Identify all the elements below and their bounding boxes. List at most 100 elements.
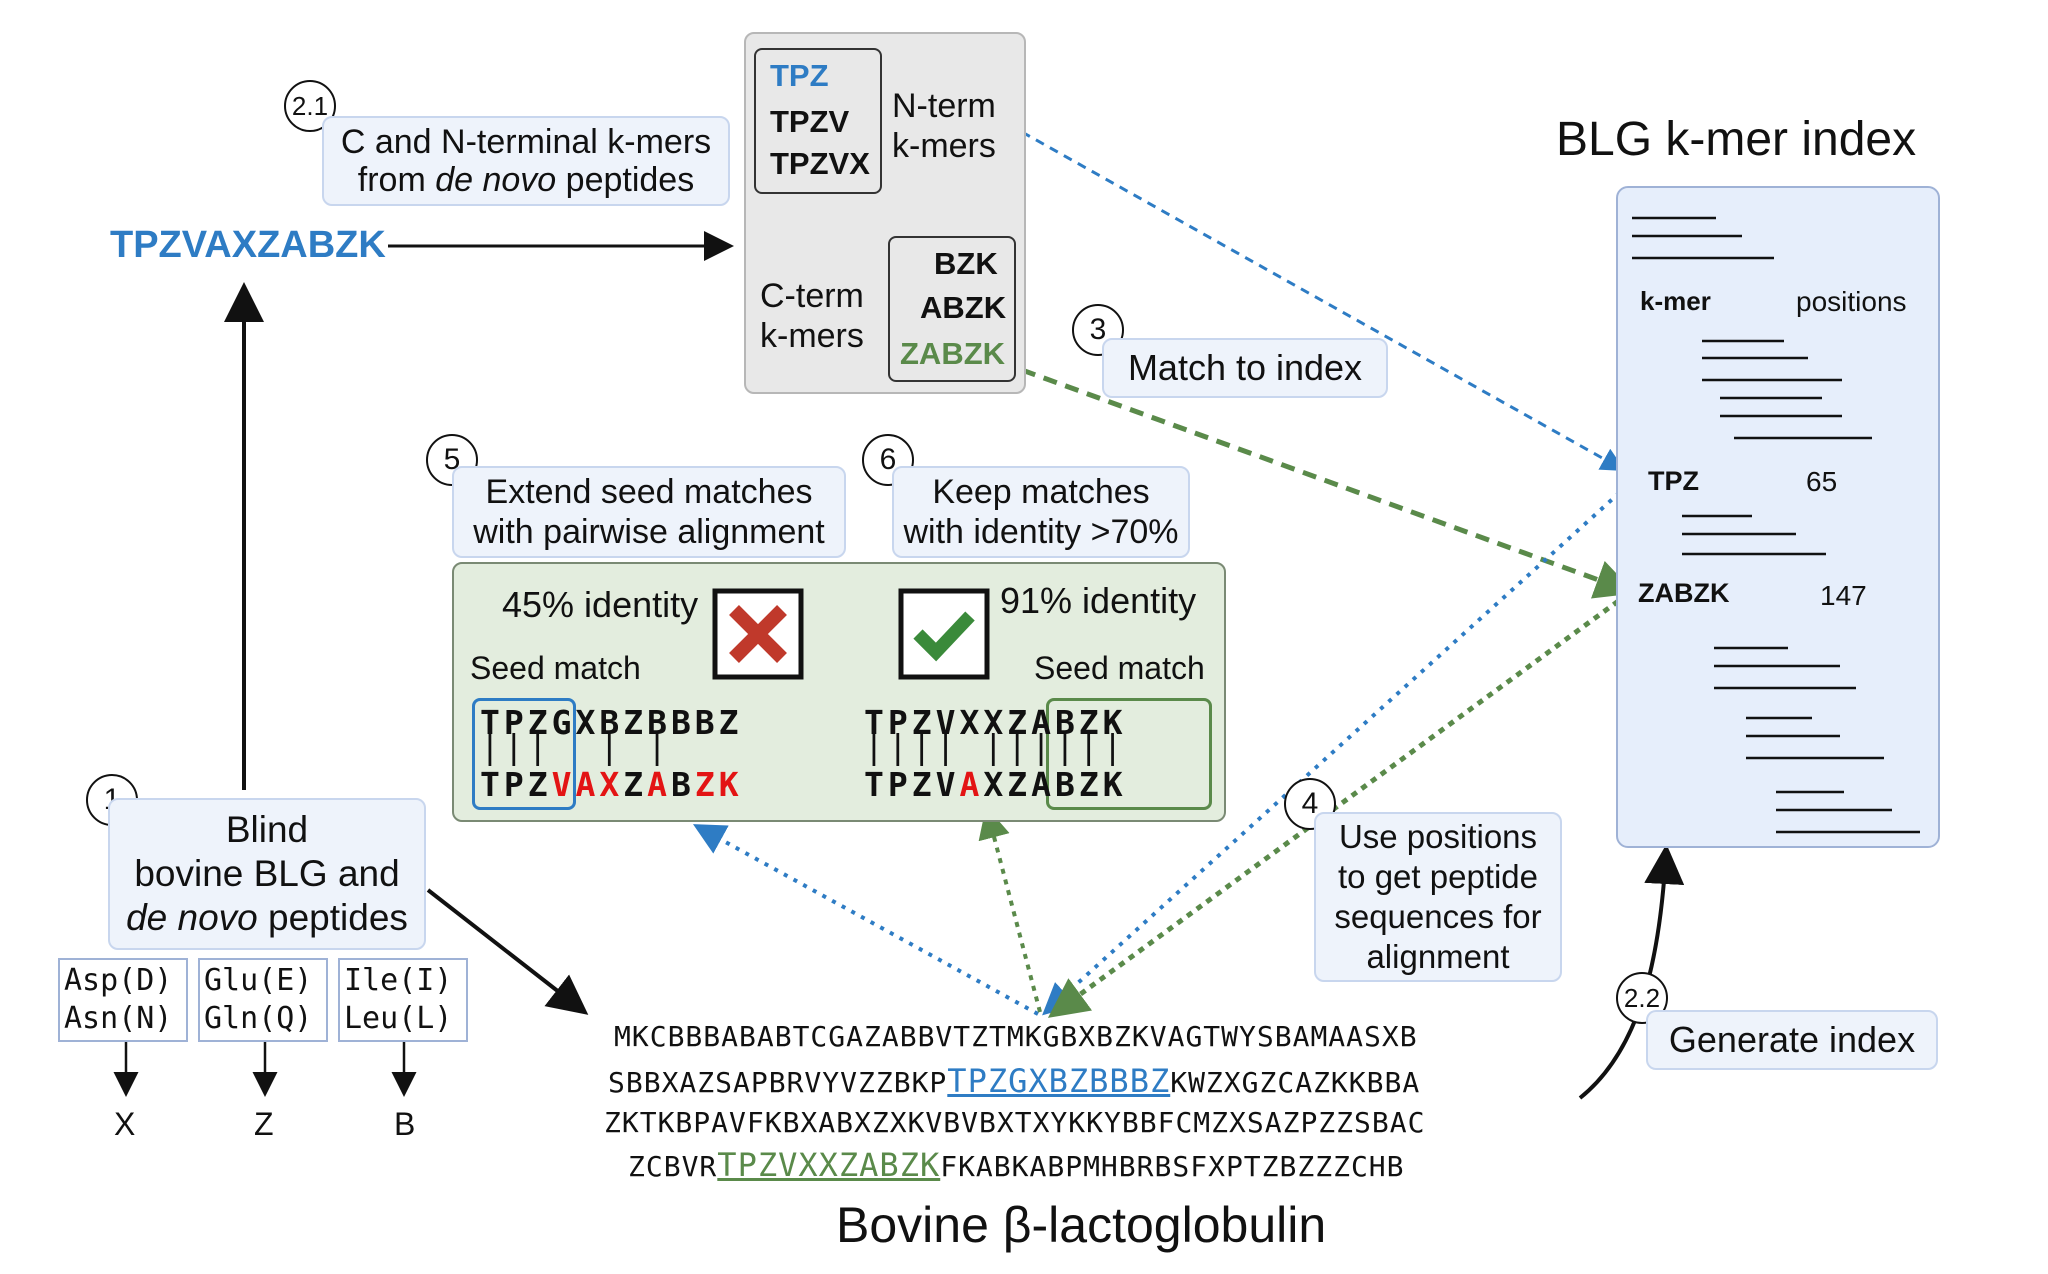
right-alignment-residue: X bbox=[983, 765, 1008, 804]
right-alignment-residue: K bbox=[1102, 765, 1127, 804]
sub-code-z: Z bbox=[254, 1106, 274, 1142]
sub-code-b: B bbox=[394, 1106, 416, 1142]
right-alignment-residue: Z bbox=[1007, 765, 1032, 804]
arrow-tpz-to-index bbox=[1021, 130, 1626, 471]
right-seed-box bbox=[1046, 698, 1212, 810]
sequence-line-4: ZCBVRTPZVXXZABZKFKABKABPMHBRBSFXPTZBZZZC… bbox=[628, 1146, 1405, 1184]
alignment-panel bbox=[452, 562, 1226, 822]
step-3-badge: 3 bbox=[1072, 304, 1124, 356]
sequence-highlight-tpz: TPZGXBZBBBZ bbox=[947, 1062, 1171, 1100]
extend-note-line1: Extend seed matches bbox=[485, 473, 813, 511]
right-identity: 91% identity bbox=[1000, 580, 1197, 621]
nterm-kmer-box bbox=[754, 48, 882, 194]
left-alignment-residue: A bbox=[575, 765, 600, 804]
left-alignment-residue: K bbox=[718, 765, 743, 804]
blind-note-italic: de novo bbox=[126, 897, 258, 938]
kmers-note-post: peptides bbox=[556, 161, 695, 199]
use-positions-line1: Use positions bbox=[1338, 818, 1538, 855]
index-entry-tpz-position: 65 bbox=[1806, 466, 1838, 497]
blind-note: Blind bovine BLG and de novo peptides bbox=[108, 798, 426, 950]
peptide-sequence: TPZVAXZABZK bbox=[110, 224, 386, 266]
sub-dn-1: Asp(D) bbox=[64, 963, 173, 998]
nterm-label-2: k-mers bbox=[892, 127, 996, 165]
left-alignment-residue: A bbox=[647, 765, 671, 804]
keep-note-line1: Keep matches bbox=[932, 473, 1150, 511]
arrow-index-tpz-to-sequence bbox=[1042, 483, 1630, 1016]
cterm-kmer-3: ZABZK bbox=[900, 336, 1006, 371]
index-lines bbox=[1632, 216, 1920, 834]
keep-note: Keep matches with identity >70% bbox=[892, 466, 1190, 558]
sub-box-il: Ile(I)Leu(L) bbox=[338, 958, 468, 1042]
left-identity: 45% identity bbox=[502, 584, 699, 625]
nterm-label-1: N-term bbox=[892, 87, 996, 125]
cterm-kmer-1: BZK bbox=[934, 246, 998, 281]
left-alignment-residue: P bbox=[503, 765, 528, 804]
index-legend-kmer: k-mer bbox=[1640, 286, 1711, 316]
nterm-kmer-2: TPZV bbox=[770, 104, 850, 139]
sequence-line-1: MKCBBBABABTCGAZABBVTZTMKGBXBZKVAGTWYSBAM… bbox=[614, 1020, 1418, 1053]
index-entry-zabzk-position: 147 bbox=[1820, 580, 1867, 611]
sequence-line-3: ZKTKBPAVFKBXABXZXKVBVBXTXYKKYBBFCMZXSAZP… bbox=[604, 1106, 1426, 1139]
sequence-line-2: SBBXAZSAPBRVYVZZBKPTPZGXBZBBBZKWZXGZCAZK… bbox=[608, 1062, 1420, 1100]
right-alignment-residue: A bbox=[959, 765, 984, 804]
kmers-note: C and N-terminal k-mers from de novo pep… bbox=[322, 116, 730, 206]
kmers-note-line1: C and N-terminal k-mers bbox=[340, 123, 712, 161]
arrow-blind-to-sequence bbox=[426, 888, 589, 1015]
kmers-note-pre: from bbox=[357, 161, 436, 199]
extend-note-line2: with pairwise alignment bbox=[473, 513, 825, 551]
kmers-note-line2: from de novo peptides bbox=[358, 161, 694, 199]
index-entry-tpz-kmer: TPZ bbox=[1648, 466, 1699, 496]
use-positions-note: Use positions to get peptide sequences f… bbox=[1314, 812, 1562, 982]
nterm-kmer-3: TPZVX bbox=[770, 146, 870, 181]
index-title: BLG k-mer index bbox=[1556, 113, 1917, 166]
left-seed-box bbox=[472, 698, 576, 810]
sub-dn-2: Asn(N) bbox=[64, 1001, 173, 1036]
left-alignment-bottom: TPZVAXZABZK bbox=[480, 768, 743, 802]
index-entry-zabzk-kmer: ZABZK bbox=[1638, 578, 1730, 608]
right-alignment-residue: A bbox=[1031, 765, 1055, 804]
sequence-highlight-zabzk: TPZVXXZABZK bbox=[717, 1146, 941, 1184]
right-seed-label: Seed match bbox=[1034, 650, 1205, 686]
right-alignment-bars: |||| |||||| bbox=[864, 727, 1127, 766]
kmer-panel bbox=[744, 32, 1026, 394]
step-2-2-badge: 2.2 bbox=[1616, 972, 1668, 1024]
check-icon bbox=[898, 588, 990, 680]
cross-icon bbox=[712, 588, 804, 680]
right-alignment-top: TPZVXXZABZK bbox=[864, 703, 1127, 742]
sequence-title: Bovine β-lactoglobulin bbox=[836, 1197, 1327, 1253]
cterm-kmer-box bbox=[888, 236, 1016, 382]
left-seed-label: Seed match bbox=[470, 650, 641, 686]
sub-box-dn: Asp(D)Asn(N) bbox=[58, 958, 188, 1042]
left-alignment-residue: V bbox=[551, 765, 576, 804]
left-alignment-top: TPZGXBZBBBZ bbox=[480, 703, 743, 742]
index-legend-positions: positions bbox=[1796, 286, 1907, 317]
kmer-index-panel bbox=[1616, 186, 1940, 848]
use-positions-line4: alignment bbox=[1366, 938, 1510, 975]
sub-code-x: X bbox=[114, 1106, 136, 1142]
use-positions-line2: to get peptide bbox=[1338, 858, 1538, 895]
left-alignment-residue: Z bbox=[694, 765, 719, 804]
cterm-label-2: k-mers bbox=[760, 317, 864, 355]
cterm-label-1: C-term bbox=[760, 277, 864, 315]
arrow-sequence-to-right-alignment bbox=[978, 806, 1042, 1013]
sequence-line-4-post: FKABKABPMHBRBSFXPTZBZZZCHB bbox=[940, 1150, 1405, 1183]
sub-box-eq: Glu(E)Gln(Q) bbox=[198, 958, 328, 1042]
left-alignment-bars: ||| | | bbox=[480, 727, 743, 766]
sequence-line-4-pre: ZCBVR bbox=[628, 1150, 718, 1183]
use-positions-line3: sequences for bbox=[1334, 898, 1542, 935]
kmers-note-italic: de novo bbox=[435, 161, 557, 199]
blind-note-line3: de novo peptides bbox=[126, 896, 408, 940]
blind-note-line1: Blind bbox=[225, 809, 309, 850]
nterm-kmer-1: TPZ bbox=[770, 58, 829, 93]
sub-eq-1: Glu(E) bbox=[204, 963, 313, 998]
right-alignment-bottom: TPZVAXZABZK bbox=[864, 768, 1127, 802]
keep-note-line2: with identity >70% bbox=[903, 513, 1179, 551]
extend-note: Extend seed matches with pairwise alignm… bbox=[452, 466, 846, 558]
sub-il-1: Ile(I) bbox=[344, 963, 453, 998]
left-alignment-residue: Z bbox=[623, 765, 648, 804]
right-alignment-residue: B bbox=[1055, 765, 1079, 804]
cterm-kmer-2: ABZK bbox=[920, 290, 1007, 325]
blind-note-line2: bovine BLG and bbox=[134, 853, 400, 894]
